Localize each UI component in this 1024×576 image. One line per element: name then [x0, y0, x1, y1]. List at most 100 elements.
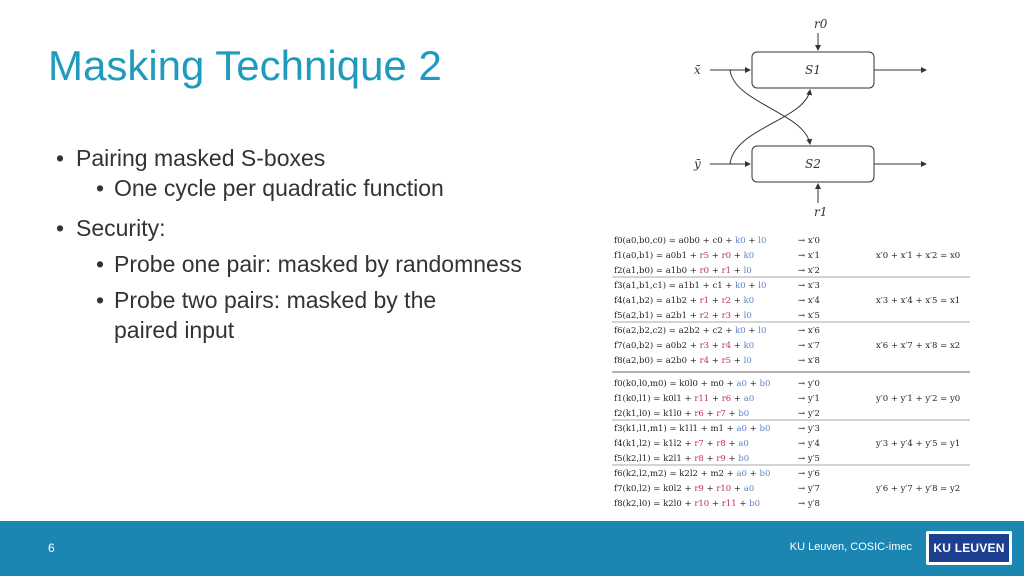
equation-output: → y′7 — [798, 484, 820, 494]
mask-term: r4 — [700, 356, 709, 366]
equation-output: → y′3 — [798, 424, 820, 434]
s2-label: S2 — [805, 157, 821, 171]
equation-row: f6(a2,b2,c2) = a2b2 + c2 + k0 + l0 — [614, 325, 766, 336]
mask-term: r2 — [722, 296, 731, 306]
mask-term: r8 — [716, 439, 725, 449]
cross-path-y-to-s1 — [729, 89, 813, 165]
equation-output: → x′6 — [798, 326, 820, 336]
equation-output: → y′1 — [798, 394, 820, 404]
mask-term: r8 — [694, 454, 703, 464]
equation-row: f7(a0,b2) = a0b2 + r3 + r4 + k0 — [614, 340, 754, 351]
equation-output: → y′8 — [798, 499, 820, 509]
mask-term: r10 — [716, 484, 731, 494]
mask-term: r9 — [716, 454, 725, 464]
share-sum: x′3 + x′4 + x′5 = x1 — [876, 296, 960, 306]
equation-row: f6(k2,l2,m2) = k2l2 + m2 + a0 + b0 — [614, 468, 770, 479]
mask-term: k0 — [735, 326, 746, 336]
mask-term: r7 — [694, 439, 703, 449]
equation-output: → x′4 — [798, 296, 820, 306]
equation-output: → y′6 — [798, 469, 820, 479]
equation-row: f2(a1,b0) = a1b0 + r0 + r1 + l0 — [614, 265, 752, 276]
mask-term: b0 — [760, 424, 771, 434]
mask-term: k0 — [744, 251, 755, 261]
mask-term: a0 — [736, 469, 746, 479]
mask-term: b0 — [738, 454, 749, 464]
equation-output: → x′3 — [798, 281, 820, 291]
mask-term: b0 — [738, 409, 749, 419]
mask-term: r7 — [716, 409, 725, 419]
mask-term: b0 — [760, 379, 771, 389]
equation-row: f0(k0,l0,m0) = k0l0 + m0 + a0 + b0 — [614, 378, 770, 389]
cross-path-x-to-s2 — [729, 69, 813, 145]
mask-term: r0 — [700, 266, 709, 276]
mask-term: k0 — [735, 236, 746, 246]
sub-bullet-probe-two-cont: paired input — [114, 317, 235, 343]
equation-row: f0(a0,b0,c0) = a0b0 + c0 + k0 + l0 — [614, 235, 766, 246]
mask-term: r2 — [700, 311, 709, 321]
equation-table: f0(a0,b0,c0) = a0b0 + c0 + k0 + l0 → x′0 f… — [612, 235, 970, 509]
mask-term: r1 — [722, 266, 731, 276]
equation-row: f8(k2,l0) = k2l0 + r10 + r11 + b0 — [614, 498, 760, 509]
sub-bullet-probe-one: •Probe one pair: masked by randomness — [96, 251, 522, 277]
equation-row: f8(a2,b0) = a2b0 + r4 + r5 + l0 — [614, 355, 752, 366]
share-sum: x′6 + x′7 + x′8 = x2 — [876, 341, 960, 351]
mask-term: l0 — [758, 326, 766, 336]
mask-term: r9 — [694, 484, 703, 494]
equation-row: f5(a2,b1) = a2b1 + r2 + r3 + l0 — [614, 310, 752, 321]
footer-bar: 6 KU Leuven, COSIC-imec KU LEUVEN — [0, 521, 1024, 576]
mask-term: r4 — [722, 341, 731, 351]
mask-term: r1 — [700, 296, 709, 306]
mask-term: r3 — [700, 341, 709, 351]
ku-leuven-logo: KU LEUVEN — [926, 531, 1012, 565]
mask-term: l0 — [744, 311, 752, 321]
bullet-security: Security: — [56, 213, 586, 243]
r1-label: r1 — [814, 205, 827, 219]
y-input-label: ȳ — [693, 157, 701, 171]
mask-term: r10 — [694, 499, 709, 509]
mask-term: b0 — [760, 469, 771, 479]
sbox-pairing-diagram: r0 S1 x̄ S2 ȳ r1 — [693, 17, 927, 219]
mask-term: r11 — [694, 394, 709, 404]
equation-output: → y′0 — [798, 379, 820, 389]
share-sum: y′3 + y′4 + y′5 = y1 — [875, 439, 960, 449]
mask-term: k0 — [744, 296, 755, 306]
equation-row: f4(k1,l2) = k1l2 + r7 + r8 + a0 — [614, 438, 749, 449]
equation-output: → x′0 — [798, 236, 820, 246]
mask-term: k0 — [735, 281, 746, 291]
mask-term: k0 — [744, 341, 755, 351]
mask-term: a0 — [738, 439, 748, 449]
mask-term: a0 — [736, 424, 746, 434]
affiliation-text: KU Leuven, COSIC-imec — [789, 541, 912, 553]
share-sum: y′0 + y′1 + y′2 = y0 — [875, 394, 960, 404]
equation-row: f3(a1,b1,c1) = a1b1 + c1 + k0 + l0 — [614, 280, 766, 291]
r0-label: r0 — [814, 17, 828, 31]
mask-term: r5 — [700, 251, 709, 261]
equation-output: → y′5 — [798, 454, 820, 464]
equation-row: f1(a0,b1) = a0b1 + r5 + r0 + k0 — [614, 250, 754, 261]
mask-term: r0 — [722, 251, 731, 261]
equation-row: f3(k1,l1,m1) = k1l1 + m1 + a0 + b0 — [614, 423, 770, 434]
share-sum: x′0 + x′1 + x′2 = x0 — [876, 251, 960, 261]
mask-term: b0 — [749, 499, 760, 509]
mask-term: a0 — [736, 379, 746, 389]
sub-bullet-cycle: •One cycle per quadratic function — [96, 175, 444, 201]
sub-bullet-probe-two: •Probe two pairs: masked by the — [96, 287, 437, 313]
slide-title: Masking Technique 2 — [48, 42, 442, 89]
equation-row: f1(k0,l1) = k0l1 + r11 + r6 + a0 — [614, 393, 754, 404]
mask-term: r3 — [722, 311, 731, 321]
mask-term: a0 — [744, 394, 754, 404]
mask-term: a0 — [744, 484, 754, 494]
share-sum: y′6 + y′7 + y′8 = y2 — [875, 484, 960, 494]
s1-label: S1 — [805, 63, 821, 77]
mask-term: r5 — [722, 356, 731, 366]
equation-row: f7(k0,l2) = k0l2 + r9 + r10 + a0 — [614, 483, 754, 494]
mask-term: r6 — [722, 394, 731, 404]
bullet-list: Pairing masked S-boxes •One cycle per qu… — [56, 143, 586, 345]
mask-term: l0 — [758, 236, 766, 246]
equation-row: f4(a1,b2) = a1b2 + r1 + r2 + k0 — [614, 295, 754, 306]
mask-term: r6 — [694, 409, 703, 419]
equation-output: → x′8 — [798, 356, 820, 366]
mask-term: l0 — [744, 356, 752, 366]
equation-output: → x′5 — [798, 311, 820, 321]
bullet-pairing: Pairing masked S-boxes — [56, 143, 586, 173]
